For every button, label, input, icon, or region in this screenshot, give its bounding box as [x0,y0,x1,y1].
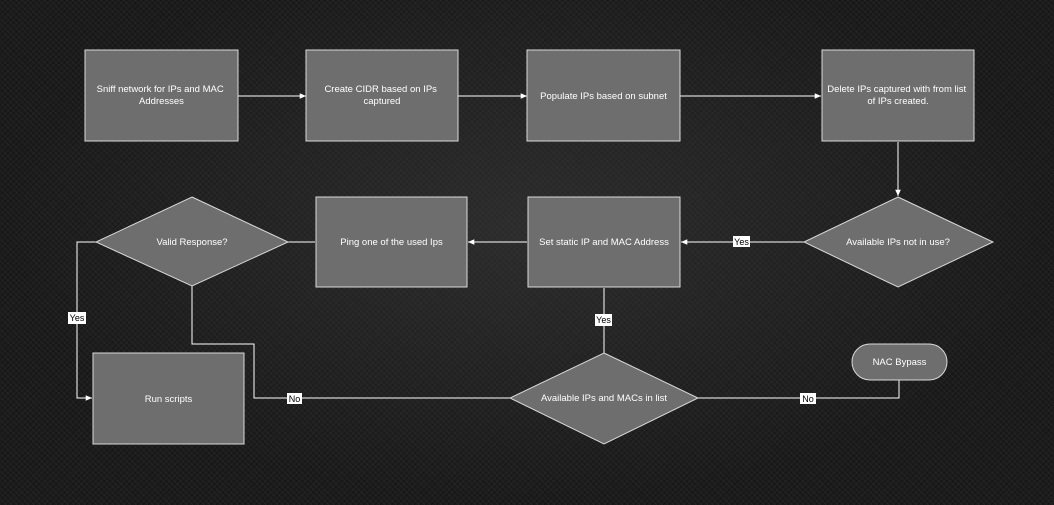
svg-text:Yes: Yes [734,237,749,247]
edge-label-no-list: No [800,393,816,404]
svg-text:Available IPs and MACs in list: Available IPs and MACs in list [541,393,667,404]
node-delete-ips: Delete IPs captured with from list of IP… [821,49,975,142]
svg-text:Populate IPs based on subnet: Populate IPs based on subnet [540,91,667,102]
node-set-static-ip: Set static IP and MAC Address [527,196,681,288]
svg-text:Valid Response?: Valid Response? [156,237,227,248]
edge-label-yes-static: Yes [595,314,612,326]
svg-text:Yes: Yes [596,315,611,325]
node-available-ips-not-in-use: Available IPs not in use? [802,196,995,288]
svg-text:Sniff network for IPs and MAC: Sniff network for IPs and MAC Addresses [97,84,227,107]
edge-label-yes-available: Yes [733,236,750,247]
svg-text:Ping one of the used Ips: Ping one of the used Ips [340,237,443,248]
node-valid-response: Valid Response? [94,196,290,287]
svg-text:Set static IP and MAC Address: Set static IP and MAC Address [539,237,669,248]
edge-list-to-nac [698,380,900,399]
node-available-ips-and-macs: Available IPs and MACs in list [508,352,700,445]
svg-text:Yes: Yes [70,313,85,323]
svg-text:Available IPs not in use?: Available IPs not in use? [846,237,950,248]
node-populate-ips: Populate IPs based on subnet [526,49,681,142]
edge-label-no-valid: No [287,393,302,404]
svg-text:No: No [802,394,814,404]
edge-label-yes-valid: Yes [68,312,86,324]
node-nac-bypass: NAC Bypass [851,343,948,381]
svg-text:Create CIDR based on IPs: Create CIDR based on IPs captured [324,84,439,107]
node-ping-used-ip: Ping one of the used Ips [315,196,468,288]
svg-text:No: No [289,394,301,404]
node-sniff-network: Sniff network for IPs and MAC Addresses [84,49,239,142]
edge-valid-to-list [191,286,510,399]
svg-text:Delete IPs captured with from: Delete IPs captured with from list of IP… [827,84,969,107]
node-create-cidr: Create CIDR based on IPs captured [305,49,459,142]
node-run-scripts: Run scripts [92,352,245,445]
svg-text:NAC Bypass: NAC Bypass [873,357,927,368]
svg-text:Run scripts: Run scripts [145,394,193,405]
